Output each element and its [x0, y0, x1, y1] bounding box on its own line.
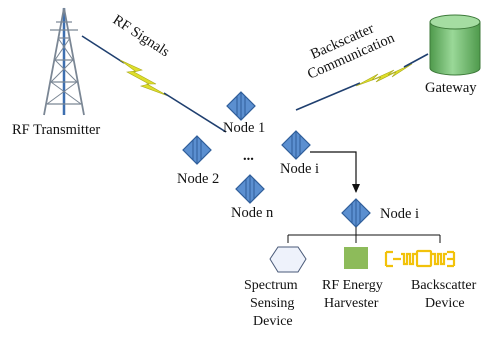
component-tree — [287, 227, 441, 243]
node-2-label: Node 2 — [177, 171, 219, 187]
rf-energy-harvester-label-line2: Harvester — [324, 296, 379, 311]
rf-signal-link — [81, 35, 227, 133]
spectrum-sensing-label-line1: Spectrum — [244, 278, 298, 293]
backscatter-device-label-line1: Backscatter — [411, 278, 477, 293]
backscatter-device-icon — [384, 249, 456, 268]
node-1-icon — [226, 91, 256, 121]
node-n-icon — [235, 174, 265, 204]
spectrum-sensing-label-line2: Sensing — [250, 296, 294, 311]
lightning-icon — [119, 59, 169, 97]
spectrum-sensing-hexagon-icon — [269, 246, 307, 273]
spectrum-sensing-label-line3: Device — [253, 314, 293, 329]
rf-transmitter-label: RF Transmitter — [12, 122, 100, 138]
node-1-label: Node 1 — [223, 120, 265, 136]
ellipsis-label: ... — [243, 148, 254, 164]
rf-energy-harvester-icon — [344, 247, 368, 269]
node-n-label: Node n — [231, 205, 274, 221]
gateway-label: Gateway — [425, 80, 477, 96]
lightning-icon — [355, 63, 413, 87]
expand-arrow — [310, 151, 360, 193]
rf-energy-harvester-label-line1: RF Energy — [322, 278, 383, 293]
backscatter-device-label-line2: Device — [425, 296, 465, 311]
rf-transmitter-tower-icon — [43, 7, 85, 116]
expanded-node-i-label: Node i — [380, 206, 419, 222]
gateway-database-icon — [429, 14, 481, 76]
node-i-label: Node i — [280, 161, 319, 177]
rf-signals-label: RF Signals — [110, 12, 173, 61]
node-2-icon — [182, 135, 212, 165]
node-i-icon — [281, 130, 311, 160]
backscatter-link — [295, 53, 429, 111]
expanded-node-i-icon — [341, 198, 371, 228]
